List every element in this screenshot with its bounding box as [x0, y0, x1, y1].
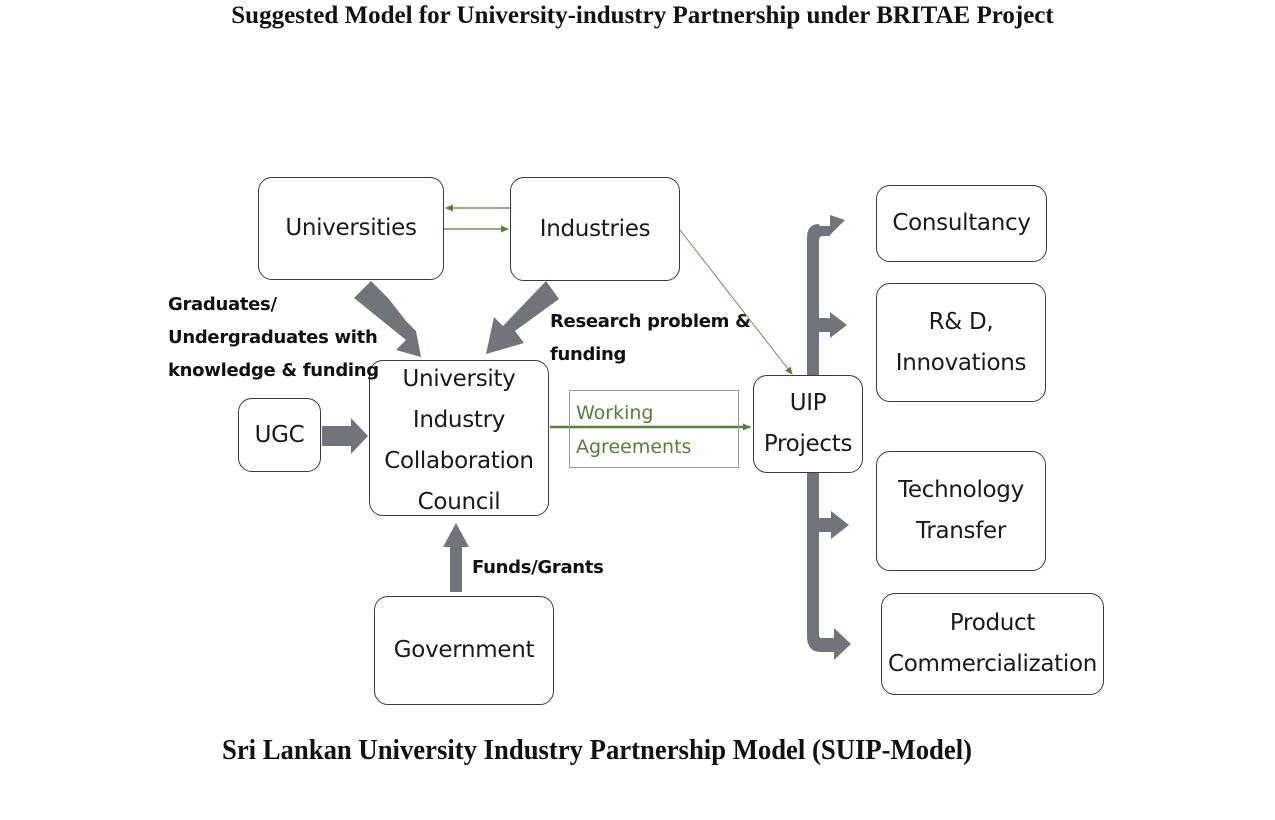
ugc-box: UGC	[238, 398, 321, 472]
tech-transfer-box: Technology Transfer	[876, 451, 1046, 571]
uip-label-line-1: UIP	[789, 390, 827, 416]
consultancy-branch-arrow	[819, 215, 845, 236]
council-box: University Industry Collaboration Counci…	[369, 360, 549, 516]
product-label-line-1: Product	[949, 610, 1036, 636]
council-label-line-2: Industry	[412, 407, 506, 433]
tech-transfer-label-line-2: Transfer	[915, 518, 1007, 544]
council-label-line-3: Collaboration	[384, 448, 534, 474]
product-label-line-2: Commercialization	[887, 651, 1098, 677]
universities-to-council-arrow	[354, 281, 421, 357]
consultancy-label: Consultancy	[892, 210, 1031, 236]
research-annotation: Research problem & funding	[550, 305, 751, 371]
rnd-label-line-2: Innovations	[895, 349, 1027, 376]
industries-to-uip-arrow	[679, 229, 793, 375]
uip-label-line-2: Projects	[763, 431, 853, 457]
government-to-council-arrow	[443, 523, 469, 592]
industries-box: Industries	[510, 177, 680, 281]
tech-transfer-branch-arrow	[819, 511, 849, 539]
rnd-box: R& D, Innovations	[876, 283, 1046, 402]
rnd-branch-arrow	[819, 312, 847, 338]
diagram-title: Suggested Model for University-industry …	[231, 2, 1054, 29]
industries-label: Industries	[539, 215, 651, 242]
diagram-caption: Sri Lankan University Industry Partnersh…	[222, 734, 973, 766]
ugc-label: UGC	[254, 421, 305, 448]
tech-transfer-label-line-1: Technology	[898, 477, 1024, 503]
product-box: Product Commercialization	[881, 593, 1104, 695]
rnd-label-line-1: R& D,	[928, 308, 994, 335]
universities-box: Universities	[258, 177, 444, 280]
council-label-line-4: Council	[417, 489, 501, 515]
working-agreements-box: Working Agreements	[569, 390, 739, 468]
product-branch-arrow	[821, 628, 851, 660]
graduates-line-1: Graduates/	[168, 294, 277, 315]
research-line-1: Research problem &	[550, 311, 751, 332]
government-box: Government	[374, 596, 554, 705]
ugc-to-council-arrow	[322, 418, 368, 454]
uip-projects-box: UIP Projects	[753, 375, 863, 473]
council-label-line-1: University	[402, 366, 516, 392]
working-agreements-line-2: Agreements	[576, 436, 692, 458]
funds-annotation: Funds/Grants	[472, 557, 604, 578]
working-agreements-line-1: Working	[576, 402, 654, 424]
industries-to-council-arrow	[486, 281, 559, 354]
graduates-line-3: knowledge & funding	[168, 360, 379, 381]
research-line-2: funding	[550, 344, 627, 365]
consultancy-box: Consultancy	[876, 185, 1047, 262]
graduates-line-2: Undergraduates with	[168, 327, 378, 348]
government-label: Government	[393, 637, 535, 663]
graduates-annotation: Graduates/ Undergraduates with knowledge…	[168, 288, 379, 387]
universities-label: Universities	[285, 215, 417, 241]
